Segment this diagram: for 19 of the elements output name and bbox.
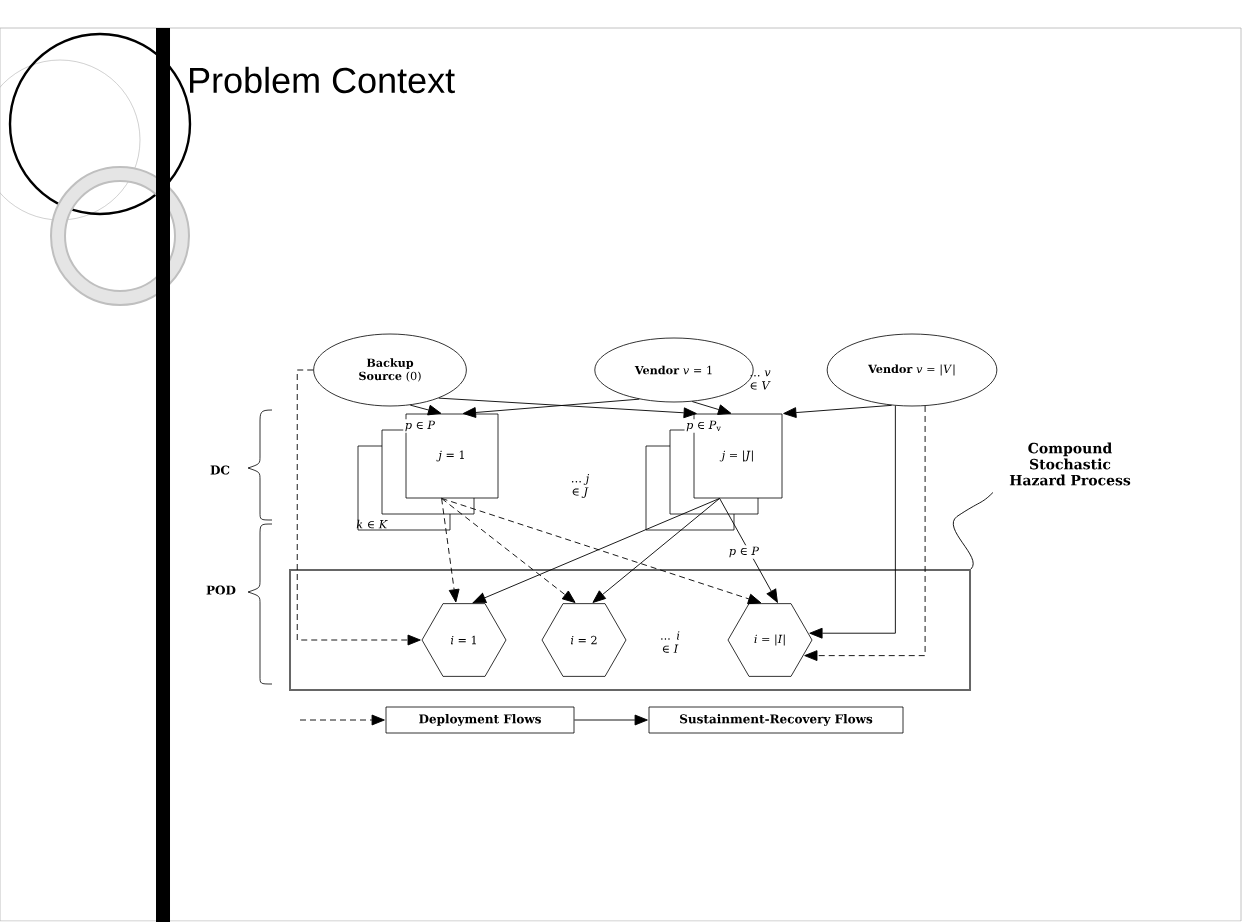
arrow (691, 401, 732, 415)
arrow (573, 714, 648, 726)
arrow (809, 405, 896, 639)
leader-line (952, 492, 994, 570)
arrow (472, 497, 721, 604)
arrow (592, 497, 721, 603)
arrow (719, 497, 778, 603)
arrow (296, 369, 421, 646)
arrow (783, 404, 893, 418)
arrow (441, 497, 576, 603)
arrow (804, 405, 926, 662)
arrow (462, 398, 640, 418)
arrow (409, 404, 442, 416)
pod-region-box (289, 569, 971, 691)
slide-title: Problem Context (190, 66, 455, 94)
arrow (441, 497, 762, 605)
arrow (438, 397, 697, 419)
arrow (299, 714, 385, 726)
arrow (441, 497, 460, 603)
